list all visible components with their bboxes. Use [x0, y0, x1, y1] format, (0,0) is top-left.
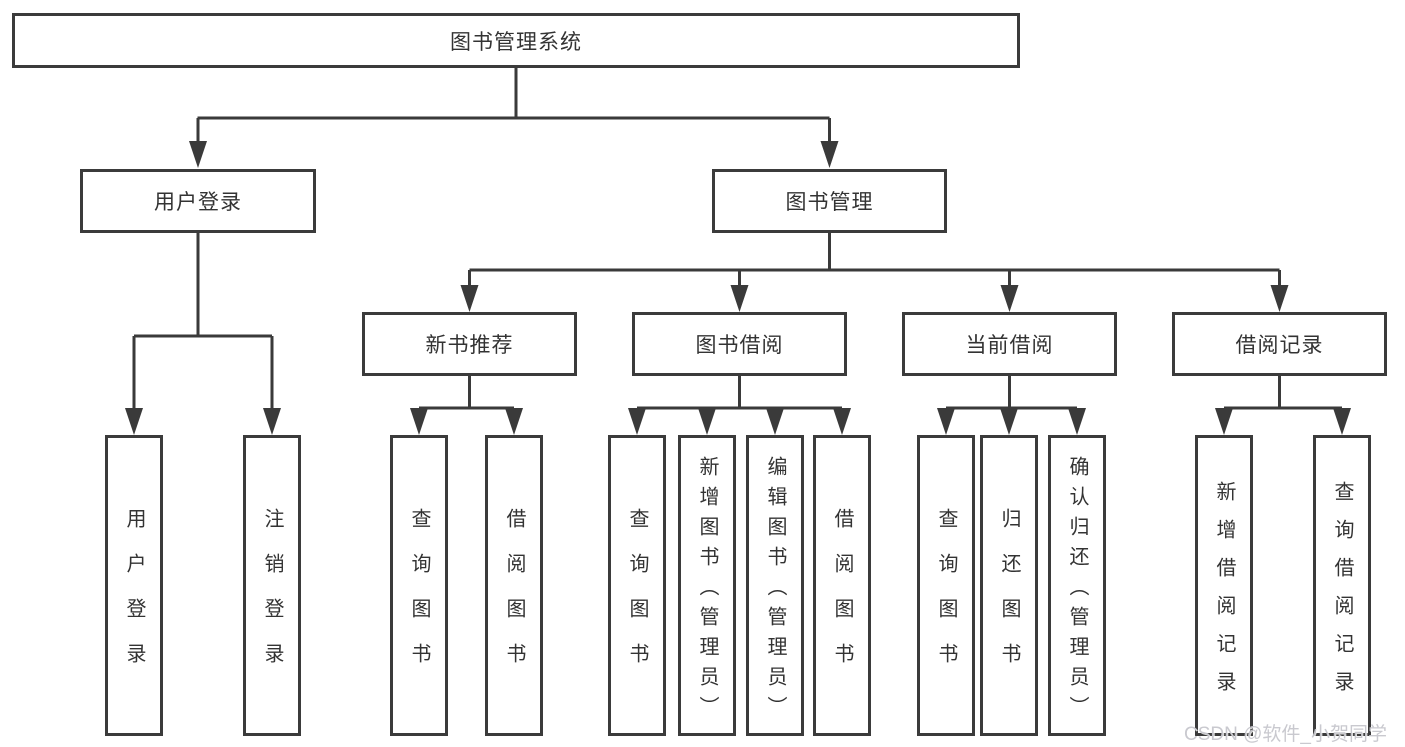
leaf-borrow-books-label: 借阅图书: [831, 508, 853, 688]
leaf-user-login: 用户登录: [105, 435, 163, 736]
node-user-login-label: 用户登录: [154, 191, 242, 214]
leaf-add-book-admin-label: 新增图书（管理员）: [696, 455, 718, 726]
leaf-query-books-current: 查询图书: [917, 435, 975, 736]
leaf-add-borrow-record-label: 新增借阅记录: [1213, 480, 1235, 709]
leaf-return-book-label: 归还图书: [998, 508, 1020, 688]
leaf-query-books-borrow: 查询图书: [608, 435, 666, 736]
node-book-management-label: 图书管理: [785, 191, 874, 214]
arrowhead-icons: [125, 141, 1351, 435]
leaf-edit-book-admin: 编辑图书（管理员）: [746, 435, 804, 736]
leaf-add-book-admin: 新增图书（管理员）: [678, 435, 736, 736]
leaf-add-borrow-record: 新增借阅记录: [1195, 435, 1253, 736]
leaf-logout: 注销登录: [243, 435, 301, 736]
node-new-book-recommend-label: 新书推荐: [425, 334, 514, 357]
node-user-login: 用户登录: [80, 169, 316, 233]
node-borrow-records: 借阅记录: [1172, 312, 1387, 376]
leaf-user-login-label: 用户登录: [123, 508, 145, 688]
leaf-confirm-return-admin-label: 确认归还（管理员）: [1066, 455, 1088, 726]
leaf-query-borrow-record-label: 查询借阅记录: [1331, 480, 1353, 709]
leaf-logout-label: 注销登录: [261, 508, 283, 688]
node-borrow-records-label: 借阅记录: [1235, 334, 1324, 357]
node-new-book-recommend: 新书推荐: [362, 312, 577, 376]
leaf-query-books-borrow-label: 查询图书: [626, 508, 648, 688]
leaf-borrow-books-recommend-label: 借阅图书: [503, 508, 525, 688]
node-book-management: 图书管理: [712, 169, 947, 233]
leaf-return-book: 归还图书: [980, 435, 1038, 736]
leaf-query-books-recommend-label: 查询图书: [408, 508, 430, 688]
leaf-confirm-return-admin: 确认归还（管理员）: [1048, 435, 1106, 736]
leaf-borrow-books-recommend: 借阅图书: [485, 435, 543, 736]
leaf-edit-book-admin-label: 编辑图书（管理员）: [764, 455, 786, 726]
leaf-query-books-recommend: 查询图书: [390, 435, 448, 736]
node-root-system-label: 图书管理系统: [450, 30, 582, 54]
leaf-borrow-books: 借阅图书: [813, 435, 871, 736]
node-current-borrow: 当前借阅: [902, 312, 1117, 376]
csdn-watermark: CSDN @软件_小贺同学: [1184, 724, 1387, 745]
node-book-borrow: 图书借阅: [632, 312, 847, 376]
leaf-query-books-current-label: 查询图书: [935, 508, 957, 688]
leaf-query-borrow-record: 查询借阅记录: [1313, 435, 1371, 736]
node-current-borrow-label: 当前借阅: [965, 334, 1054, 357]
node-book-borrow-label: 图书借阅: [695, 334, 784, 357]
node-root-system: 图书管理系统: [12, 13, 1020, 68]
